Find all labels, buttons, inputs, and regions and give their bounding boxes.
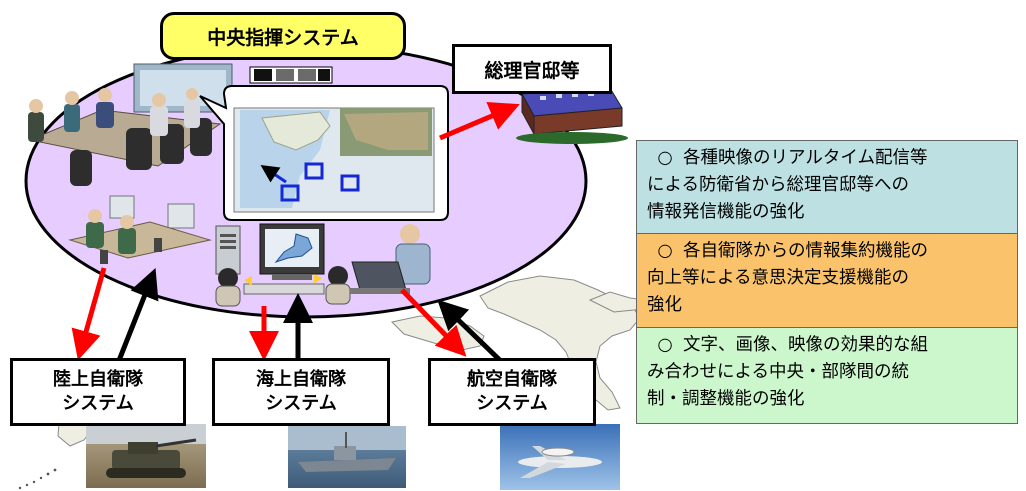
bullet-mark: ○ (657, 335, 673, 355)
info-line: み合わせによる中央・部隊間の統 (647, 362, 909, 382)
gsdf-system-box: 陸上自衛隊 システム (10, 358, 186, 426)
info-line: 制・調整機能の強化 (647, 389, 805, 409)
central-system-title: 中央指揮システム (160, 12, 406, 60)
info-line: 情報発信機能の強化 (647, 202, 805, 222)
aircraft-photo-icon (500, 424, 620, 490)
asdf-system-line2: システム (476, 393, 548, 414)
map-display-icon (199, 85, 449, 221)
arrow-up-gsdf (113, 268, 159, 369)
info-line: 各自衛隊からの情報集約機能の (683, 241, 928, 261)
gsdf-system-line1: 陸上自衛隊 (53, 369, 143, 390)
arrow-to-pm-office (439, 102, 520, 141)
meeting-room-icon (28, 63, 233, 186)
info-box-coordination: ○ 文字、画像、映像の効果的な組 み合わせによる中央・部隊間の統 制・調整機能の強… (636, 328, 1018, 424)
arrow-down-gsdf (71, 267, 107, 361)
bullet-mark: ○ (657, 148, 673, 168)
pm-building-icon (516, 87, 628, 144)
msdf-system-line1: 海上自衛隊 (256, 369, 346, 390)
info-box-dissemination: ○ 各種映像のリアルタイム配信等 による防衛省から総理官邸等への 情報発信機能の強… (636, 140, 1018, 234)
gsdf-system-line2: システム (62, 393, 134, 414)
info-line: 各種映像のリアルタイム配信等 (683, 148, 928, 168)
info-box-decision-support: ○ 各自衛隊からの情報集約機能の 向上等による意思決定支援機能の 強化 (636, 234, 1018, 328)
info-line: 文字、画像、映像の効果的な組 (683, 335, 928, 355)
display-strip (249, 66, 333, 84)
bullet-mark: ○ (657, 241, 673, 261)
asdf-system-line1: 航空自衛隊 (467, 369, 557, 390)
asdf-system-box: 航空自衛隊 システム (428, 358, 596, 426)
operator-workstation-icon (68, 195, 212, 264)
server-computer-icon (215, 225, 241, 275)
pm-office-label: 総理官邸等 (452, 44, 612, 94)
ship-photo-icon (288, 426, 406, 488)
msdf-system-box: 海上自衛隊 システム (212, 358, 390, 426)
msdf-system-line2: システム (265, 393, 337, 414)
info-line: による防衛省から総理官邸等への (647, 175, 909, 195)
info-line: 向上等による意思決定支援機能の (647, 268, 909, 288)
japan-map-monitor-icon (215, 223, 351, 307)
arrow-down-asdf (400, 288, 467, 357)
info-line: 強化 (647, 295, 682, 315)
tank-photo-icon (86, 424, 206, 488)
officer-laptop-icon (350, 224, 431, 294)
